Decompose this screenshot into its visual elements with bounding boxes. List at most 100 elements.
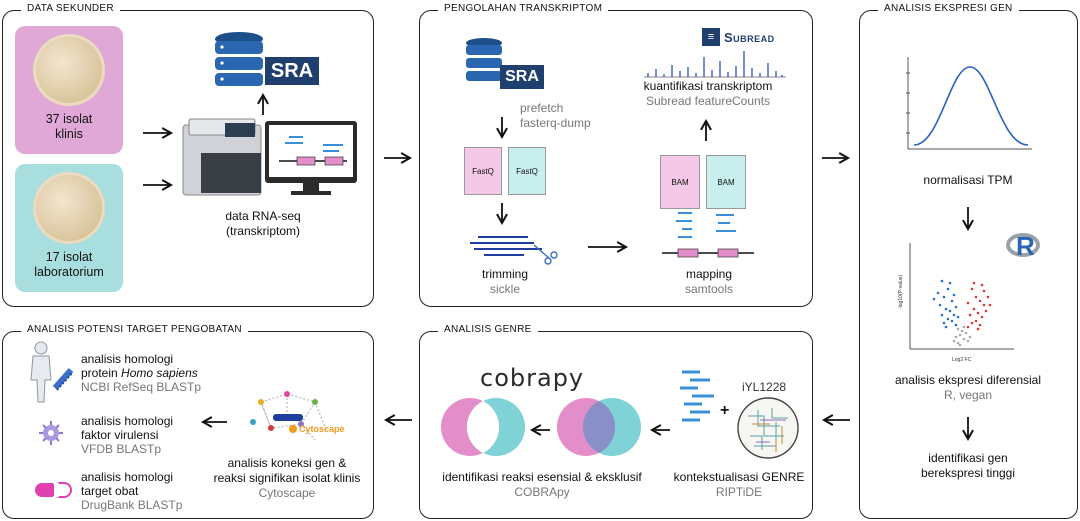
arrow-up	[700, 118, 712, 141]
file-label: BAM	[717, 177, 735, 187]
subread-text: Subread	[724, 29, 775, 45]
caption-line: analisis koneksi gen &	[227, 456, 347, 470]
target-line: analisis homologi	[81, 470, 174, 484]
trimming-caption: trimming sickle	[460, 267, 550, 297]
target-line: target obat	[81, 484, 139, 498]
target-item-human: analisis homologi protein Homo sapiens N…	[81, 352, 201, 394]
model-label: iYL1228	[742, 380, 787, 394]
panel-pengolahan: PENGOLAHAN TRANSKRIPTOM SRA prefetch fas…	[419, 3, 813, 307]
arrow-down	[962, 417, 974, 442]
caption-line: sickle	[489, 282, 520, 296]
caption-line: fasterq-dump	[520, 116, 591, 130]
target-line: analisis homologi	[81, 414, 174, 428]
r-logo: R	[1006, 231, 1042, 263]
caption-line: RIPTiDE	[715, 485, 763, 499]
fastq-file-icon: FastQ	[464, 147, 502, 195]
mapping-icon	[662, 212, 754, 258]
deg-caption: analisis ekspresi diferensial R, vegan	[870, 373, 1066, 403]
file-label: FastQ	[516, 166, 538, 176]
caption-line: data RNA-seq	[225, 209, 301, 223]
target-item-virulensi: analisis homologi faktor virulensi VFDB …	[81, 414, 173, 456]
plus-sign: +	[720, 402, 730, 419]
venn-overlap	[557, 398, 641, 456]
target-line: faktor virulensi	[81, 428, 159, 442]
file-label: BAM	[671, 177, 689, 187]
target-line-a: protein	[81, 366, 122, 380]
petri-dish-icon	[33, 34, 105, 106]
volcano-y-label: -log10(P-value)	[898, 274, 904, 309]
panel-analisis-target: ANALISIS POTENSI TARGET PENGOBATAN anali…	[2, 324, 374, 519]
caption-line: trimming	[481, 267, 528, 281]
panel-title: ANALISIS EKSPRESI GEN	[878, 3, 1019, 14]
esensial-caption: identifikasi reaksi esensial & eksklusif…	[422, 470, 662, 500]
caption-line: identifikasi gen	[928, 451, 1008, 465]
caption-line: identifikasi reaksi esensial & eksklusif	[442, 470, 642, 484]
bam-file-icon: BAM	[660, 155, 700, 209]
subread-logo: ≡ Subread	[702, 27, 775, 47]
panel-title: ANALISIS GENRE	[438, 324, 538, 335]
prefetch-caption: prefetch fasterq-dump	[520, 101, 591, 131]
sequencer-icon	[182, 118, 357, 196]
arrow-left	[383, 414, 412, 426]
panel-title: ANALISIS POTENSI TARGET PENGOBATAN	[21, 324, 248, 335]
target-tool: NCBI RefSeq BLASTp	[81, 380, 202, 394]
arrow-left	[821, 414, 850, 426]
metabolic-network-icon	[737, 397, 799, 459]
arrow-right	[822, 152, 851, 164]
panel-data-sekunder: DATA SEKUNDER 37 isolat klinis 17 isolat…	[2, 3, 374, 307]
sample-label: 17 isolat laboratorium	[34, 250, 104, 279]
caption-line: berekspresi tinggi	[920, 466, 1016, 480]
target-tool: VFDB BLASTp	[81, 442, 162, 456]
caption-line: mapping	[685, 267, 733, 281]
arrow-left	[529, 424, 550, 436]
panel-title: DATA SEKUNDER	[21, 3, 120, 14]
caption-line: COBRApy	[514, 485, 570, 499]
cobrapy-logo: cobrapy	[480, 364, 585, 392]
caption-line: Subread featureCounts	[645, 94, 771, 108]
arrow-right	[143, 179, 174, 191]
kontekstual-caption: kontekstualisasi GENRE RIPTiDE	[664, 470, 814, 500]
r-ring	[1006, 233, 1040, 257]
volcano-plot: -log10(P-value) Log2 FC	[898, 243, 1014, 363]
caption-line: kuantifikasi transkriptom	[643, 79, 773, 93]
caption-line: (transkriptom)	[225, 224, 300, 238]
sra-logo: SRA	[500, 65, 544, 89]
arrow-down	[496, 203, 508, 226]
venn-exclusive	[441, 398, 525, 456]
database-icon	[466, 38, 502, 81]
rnaseq-caption: data RNA-seq (transkriptom)	[203, 209, 323, 239]
sra-logo: SRA	[265, 57, 319, 85]
panel-title: PENGOLAHAN TRANSKRIPTOM	[438, 3, 609, 14]
panel-analisis-genre: ANALISIS GENRE cobrapy identifikasi reak…	[419, 324, 814, 519]
sample-label: 37 isolat klinis	[45, 112, 93, 141]
caption-line: Cytoscape	[258, 486, 316, 500]
arrow-down	[496, 117, 508, 140]
petri-dish-icon	[33, 172, 105, 244]
virulence-factor-icon	[39, 421, 63, 445]
ident-caption: identifikasi gen berekspresi tinggi	[880, 451, 1056, 481]
panel-analisis-ekspresi: ANALISIS EKSPRESI GEN normalisasi TPM -l…	[859, 3, 1078, 519]
caption-line: R, vegan	[943, 388, 993, 402]
file-label: FastQ	[472, 166, 494, 176]
bam-file-icon: BAM	[706, 155, 746, 209]
tpm-distribution-plot	[906, 57, 1032, 150]
arrow-right	[384, 152, 413, 164]
arrow-right	[143, 127, 174, 139]
database-icon	[215, 32, 263, 86]
arrow-left	[200, 416, 227, 428]
arrow-up	[257, 92, 269, 115]
volcano-x-label: Log2 FC	[952, 357, 972, 363]
r-letter: R	[1016, 231, 1035, 261]
reads-icon	[680, 370, 714, 422]
quant-caption: kuantifikasi transkriptom Subread featur…	[628, 79, 788, 109]
arrow-down	[962, 207, 974, 232]
sample-laboratorium: 17 isolat laboratorium	[15, 164, 123, 292]
caption-line: analisis ekspresi diferensial	[894, 373, 1042, 387]
cytoscape-icon	[289, 425, 297, 433]
subread-icon: ≡	[702, 28, 720, 46]
human-body-icon	[30, 341, 74, 403]
arrow-left	[649, 424, 670, 436]
network-icon	[250, 391, 328, 441]
arrow-right	[588, 241, 629, 253]
caption-line: prefetch	[520, 101, 564, 115]
